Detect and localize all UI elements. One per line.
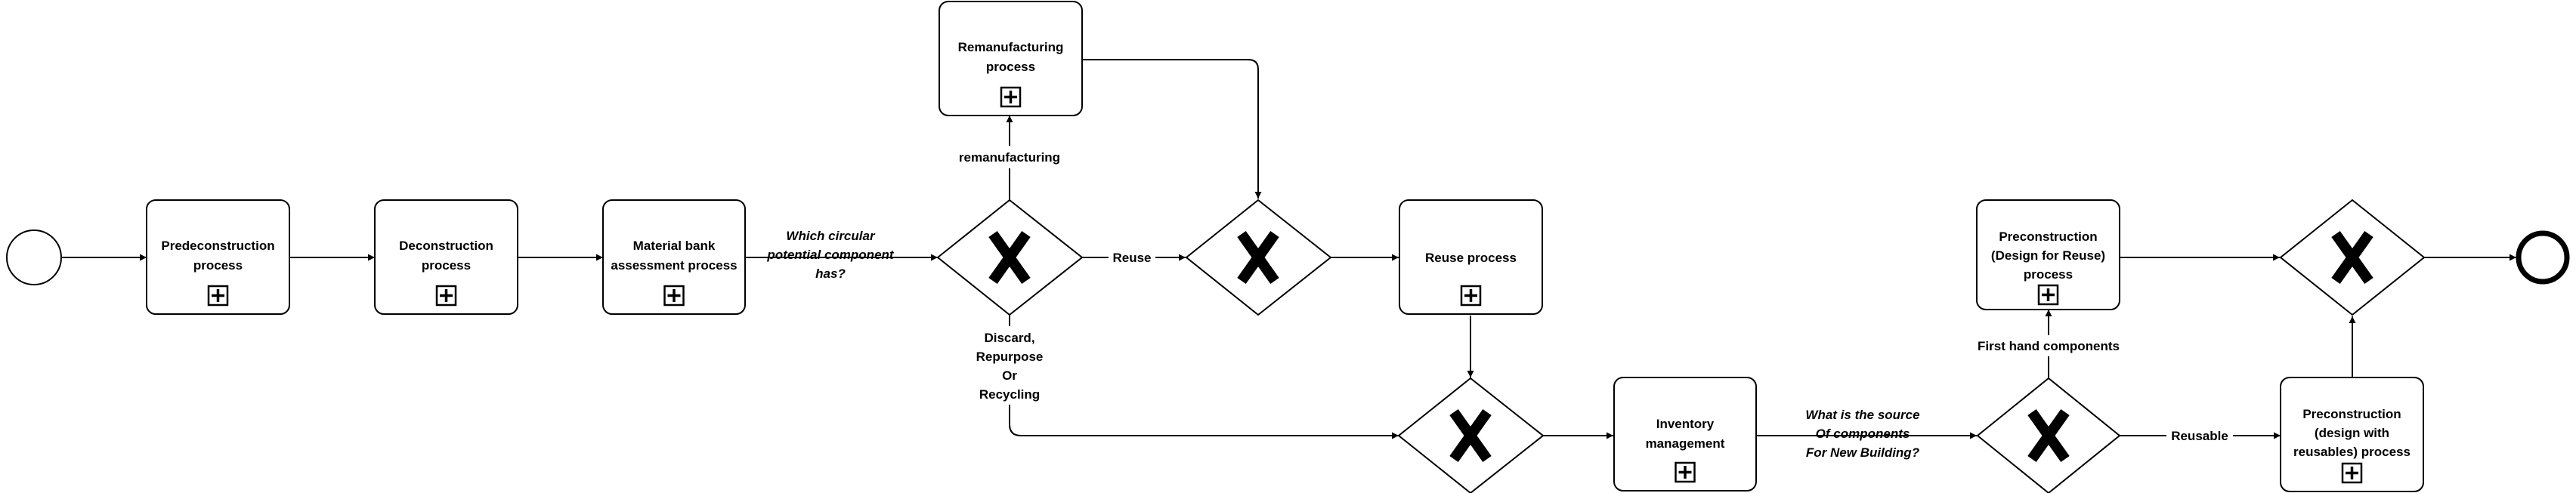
plus-icon[interactable] — [207, 285, 229, 307]
flow-discard-branch — [1009, 315, 1399, 439]
gateway-merge-inventory[interactable] — [1397, 377, 1545, 493]
gateway-merge-reuse[interactable] — [1185, 199, 1332, 316]
x-icon — [2331, 230, 2373, 285]
plus-icon[interactable] — [1460, 285, 1482, 307]
x-icon — [1449, 408, 1492, 463]
x-icon — [2027, 408, 2070, 463]
gateway-circular-component[interactable] — [936, 199, 1084, 316]
label-remanufacturing: remanufacturing — [959, 150, 1060, 165]
label-reusable: Reusable — [2171, 429, 2228, 443]
label-reuse: Reuse — [1112, 251, 1151, 265]
flow-remanufacturing-to-merge-gateway — [1082, 59, 1262, 199]
task-preconstruction-design-for-reuse[interactable]: Preconstruction(Design for Reuse)process — [1976, 199, 2120, 310]
label-background — [952, 146, 1067, 168]
plus-icon[interactable] — [2341, 462, 2363, 484]
task-label: Reuse process — [1425, 251, 1517, 265]
x-icon — [988, 230, 1031, 285]
plus-icon[interactable] — [1675, 461, 1696, 483]
label-background — [1109, 248, 1155, 267]
task-label: Preconstruction(Design for Reuse)process — [1991, 230, 2105, 282]
task-reuse[interactable]: Reuse process — [1399, 199, 1543, 315]
label-background — [1969, 335, 2128, 356]
start-event[interactable] — [6, 230, 62, 285]
label-first-hand-components: First hand components — [1978, 339, 2120, 353]
plus-icon[interactable] — [435, 285, 457, 307]
plus-icon[interactable] — [663, 285, 685, 307]
label-background — [2166, 426, 2233, 445]
end-event[interactable] — [2516, 230, 2570, 285]
plus-icon[interactable] — [2037, 284, 2059, 306]
x-icon — [1237, 230, 1279, 285]
gateway-component-source[interactable] — [1976, 377, 2121, 493]
label-background — [972, 326, 1047, 405]
plus-icon[interactable] — [1000, 86, 1022, 108]
gateway-merge-preconstruction[interactable] — [2279, 199, 2426, 316]
